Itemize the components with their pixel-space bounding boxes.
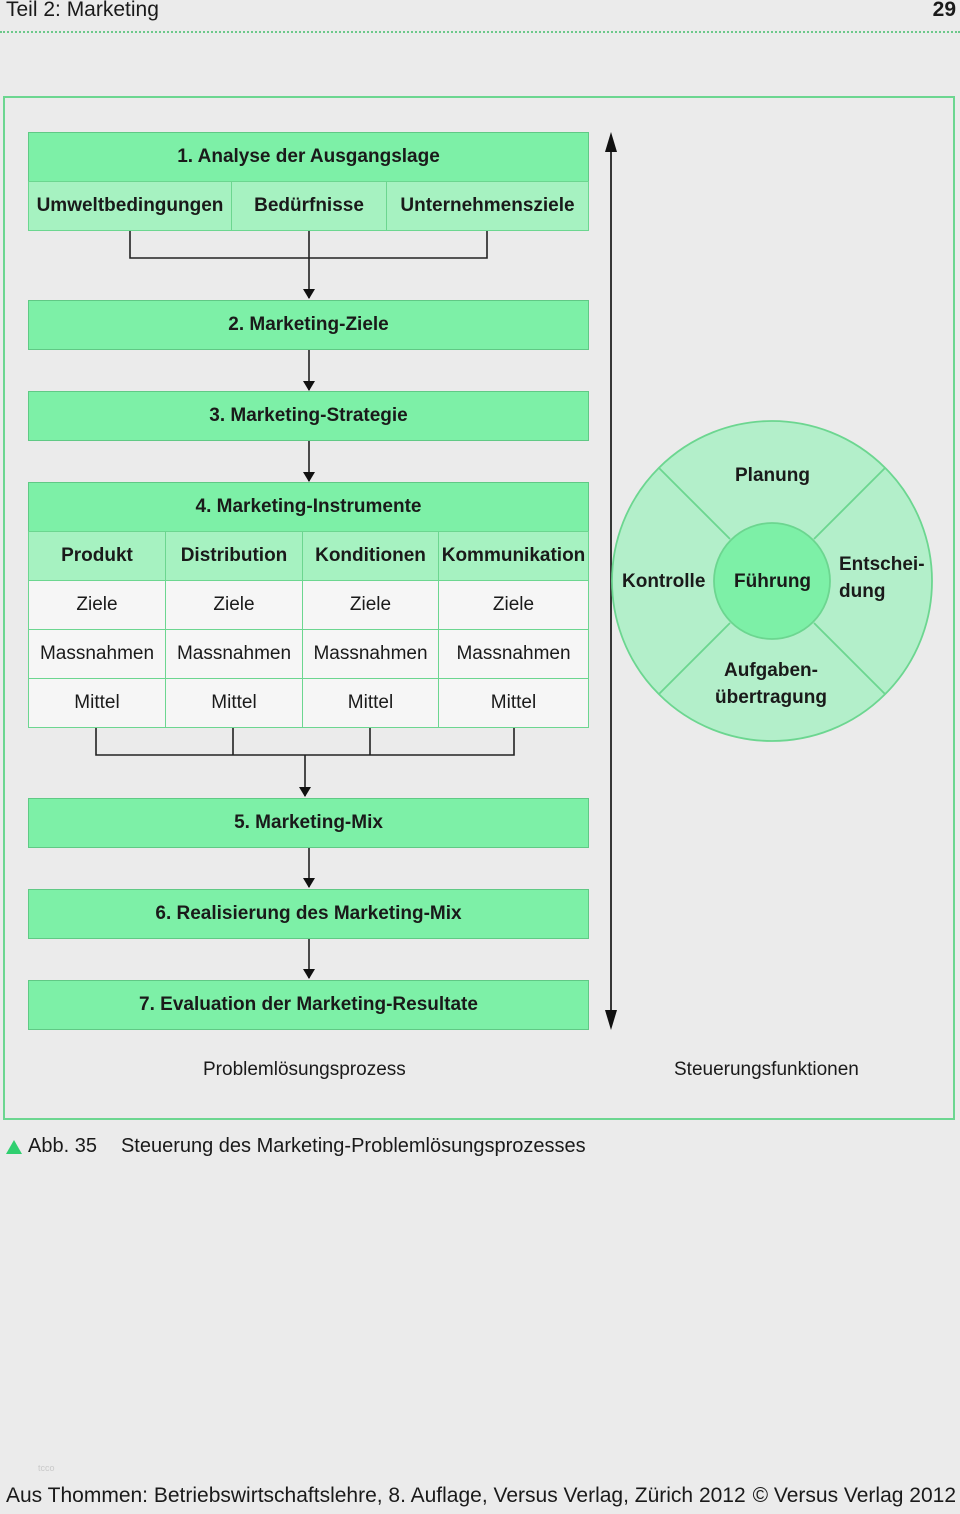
realization-bar: 6. Realisierung des Marketing-Mix [28,889,589,939]
instrument-column-communication: Kommunikation [438,531,589,581]
mix-bar: 5. Marketing-Mix [28,798,589,848]
figure-caption: Abb. 35 Steuerung des Marketing-Probleml… [6,1135,586,1158]
footer-source: Aus Thommen: Betriebswirtschaftslehre, 8… [6,1484,746,1507]
control-cycle-ring [611,420,933,742]
cycle-label-decision: Entschei- dung [839,551,925,605]
cycle-label-planning: Planung [735,465,810,486]
instrument-cell: Mittel [28,678,166,728]
footer-copyright: © Versus Verlag 2012 [752,1484,956,1507]
instrument-cell: Massnahmen [165,629,303,679]
instruments-title-bar: 4. Marketing-Instrumente [28,482,589,532]
cycle-label-delegation-line2: übertragung [715,687,827,708]
instrument-cell: Ziele [28,580,166,630]
analysis-part-company-goals: Unternehmensziele [386,181,589,231]
header-divider [0,31,960,33]
analysis-title-bar: 1. Analyse der Ausgangslage [28,132,589,182]
instrument-cell: Massnahmen [28,629,166,679]
cycle-label-delegation-line1: Aufgaben- [724,660,818,681]
process-caption: Problemlösungsprozess [203,1059,406,1080]
cycle-label-control: Kontrolle [622,571,706,592]
figure-title: Steuerung des Marketing-Problemlösungspr… [120,1135,586,1157]
instrument-cell: Ziele [302,580,439,630]
watermark: tcco [38,1463,55,1473]
instrument-column-product: Produkt [28,531,166,581]
analysis-part-needs: Bedürfnisse [231,181,387,231]
cycle-label-delegation: Aufgaben- übertragung [712,657,830,711]
span-arrow-head-bottom [605,1010,617,1030]
instrument-cell: Massnahmen [302,629,439,679]
page-number: 29 [932,0,956,21]
connector-instruments-merge [95,728,515,756]
cycle-label-decision-line2: dung [839,581,886,602]
control-caption: Steuerungsfunktionen [674,1059,859,1080]
cycle-label-decision-line1: Entschei- [839,554,925,575]
figure-number: Abb. 35 [28,1135,97,1157]
analysis-part-environment: Umweltbedingungen [28,181,232,231]
instrument-cell: Mittel [302,678,439,728]
instrument-cell: Ziele [165,580,303,630]
instrument-column-conditions: Konditionen [302,531,439,581]
strategy-bar: 3. Marketing-Strategie [28,391,589,441]
instrument-cell: Mittel [438,678,589,728]
instrument-column-distribution: Distribution [165,531,303,581]
caption-triangle-icon [6,1139,22,1154]
instrument-cell: Mittel [165,678,303,728]
page-header-chapter: Teil 2: Marketing [6,0,159,21]
instrument-cell: Ziele [438,580,589,630]
evaluation-bar: 7. Evaluation der Marketing-Resultate [28,980,589,1030]
cycle-label-leadership: Führung [734,571,812,592]
span-arrow-head-top [605,132,617,152]
instrument-cell: Massnahmen [438,629,589,679]
goals-bar: 2. Marketing-Ziele [28,300,589,350]
